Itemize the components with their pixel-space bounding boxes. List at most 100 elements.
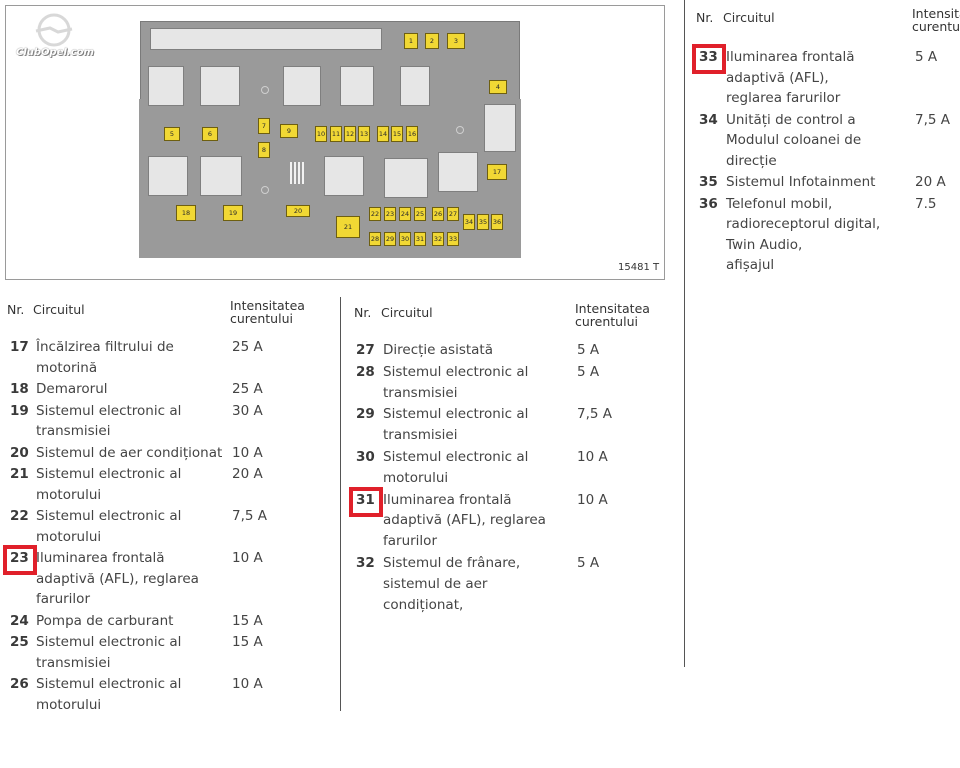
fuse-number: 25 xyxy=(10,634,29,650)
relay-block xyxy=(438,152,478,192)
relay-block xyxy=(384,158,428,198)
current-value: 5 A xyxy=(577,363,600,380)
vent-marks xyxy=(290,162,306,184)
circuit-text: Direcție asistată xyxy=(383,342,493,358)
header-nr-left: Nr. xyxy=(7,302,25,317)
figure-number: 15481 T xyxy=(618,262,660,273)
circuit-text: afișajul xyxy=(726,257,775,273)
circuit-text: Sistemul electronic al xyxy=(383,363,529,380)
current-value: 25 A xyxy=(232,381,263,397)
circuit-text: Sistemul electronic al xyxy=(36,508,182,524)
fuse-10: 10 xyxy=(315,126,327,142)
fuse-number: 24 xyxy=(10,612,29,629)
fuse-17: 17 xyxy=(487,164,507,180)
circuit-text: Sistemul de aer condiționat xyxy=(36,444,223,461)
current-value: 7,5 A xyxy=(232,508,267,524)
circuit-text: transmisiei xyxy=(383,384,458,401)
fuse-number: 29 xyxy=(356,406,375,423)
current-value: 7.5 xyxy=(915,195,937,212)
circuit-text: Unități de control a xyxy=(726,111,856,128)
circuit-text: farurilor xyxy=(383,533,437,550)
fuse-8: 8 xyxy=(258,142,270,158)
circuit-text: Iluminarea frontală xyxy=(36,550,165,566)
circuit-text: motorină xyxy=(36,359,98,376)
fuse-number: 32 xyxy=(356,555,375,571)
current-value: 10 A xyxy=(577,491,608,508)
circuit-text: Sistemul electronic al xyxy=(36,634,182,650)
relay-block xyxy=(200,66,240,106)
header-circuit-left: Circuitul xyxy=(33,302,85,317)
circuit-text: Iluminarea frontală xyxy=(726,49,855,65)
circuit-text: adaptivă (AFL), xyxy=(726,69,829,86)
fuse-1: 1 xyxy=(404,33,418,49)
fuse-34: 34 xyxy=(463,214,475,230)
circuit-text: farurilor xyxy=(36,591,90,607)
current-value: 15 A xyxy=(232,634,263,650)
fuse-4: 4 xyxy=(489,80,507,94)
circuit-text: Încălzirea filtrului de xyxy=(36,339,174,355)
circuit-text: sistemul de aer xyxy=(383,575,488,592)
relay-block xyxy=(340,66,374,106)
fuse-16: 16 xyxy=(406,126,418,142)
fuse-35: 35 xyxy=(477,214,489,230)
relay-block xyxy=(200,156,242,196)
circuit-text: radioreceptorul digital, xyxy=(726,216,881,232)
header-circuit-right: Circuitul xyxy=(723,10,775,25)
fuse-number: 35 xyxy=(699,174,718,190)
fuse-number: 28 xyxy=(356,363,375,380)
fuse-18: 18 xyxy=(176,205,196,221)
header-circuit-middle: Circuitul xyxy=(381,305,433,320)
circuit-text: Sistemul electronic al xyxy=(36,676,182,692)
relay-block xyxy=(324,156,364,196)
fuse-13: 13 xyxy=(358,126,370,142)
circuit-text: transmisiei xyxy=(36,423,111,439)
fuse-number: 20 xyxy=(10,444,29,461)
relay-block xyxy=(150,28,382,50)
mount-hole xyxy=(261,186,269,194)
circuit-text: Twin Audio, xyxy=(726,236,803,253)
current-value: 15 A xyxy=(232,612,263,629)
fuse-number: 26 xyxy=(10,676,29,692)
highlight-box xyxy=(692,44,726,74)
current-value: 7,5 A xyxy=(577,406,612,423)
fuse-15: 15 xyxy=(391,126,403,142)
relay-block xyxy=(148,156,188,196)
header-nr-middle: Nr. xyxy=(354,305,372,320)
circuit-text: Sistemul electronic al xyxy=(383,406,529,423)
circuit-text: Sistemul de frânare, xyxy=(383,555,521,571)
circuit-text: Iluminarea frontală xyxy=(383,491,512,508)
current-value: 5 A xyxy=(577,555,600,571)
fuse-21: 21 xyxy=(336,216,360,238)
fuse-number: 33 xyxy=(699,49,718,65)
relay-block xyxy=(400,66,430,106)
fuse-12: 12 xyxy=(344,126,356,142)
circuit-text: Modulul coloanei de xyxy=(726,132,862,148)
circuit-text: motorului xyxy=(36,528,102,545)
header-current-right: Intensitatea curentului xyxy=(912,6,960,34)
fuse-30: 30 xyxy=(399,232,411,246)
circuit-text: transmisiei xyxy=(36,654,111,671)
fuse-3: 3 xyxy=(447,33,465,49)
header-current-middle: Intensitatea curentului xyxy=(575,301,650,329)
circuit-text: motorului xyxy=(36,486,102,503)
current-value: 20 A xyxy=(232,466,263,482)
fuse-number: 18 xyxy=(10,381,29,397)
relay-block xyxy=(484,104,516,152)
current-value: 25 A xyxy=(232,339,263,355)
circuit-text: adaptivă (AFL), reglarea xyxy=(383,512,546,529)
circuit-text: Sistemul Infotainment xyxy=(726,174,876,190)
fuse-33: 33 xyxy=(447,232,459,246)
highlight-box xyxy=(3,545,37,575)
mount-hole xyxy=(261,86,269,94)
fuse-number: 21 xyxy=(10,466,29,482)
fuse-number: 36 xyxy=(699,195,718,212)
mount-hole xyxy=(456,126,464,134)
fuse-22: 22 xyxy=(369,207,381,221)
fuse-23: 23 xyxy=(384,207,396,221)
fuse-number: 31 xyxy=(356,491,375,508)
highlight-box xyxy=(349,486,383,517)
relay-block xyxy=(148,66,184,106)
circuit-text: motorului xyxy=(36,696,102,713)
circuit-text: condiționat, xyxy=(383,596,464,613)
circuit-text: Sistemul electronic al xyxy=(383,449,529,465)
